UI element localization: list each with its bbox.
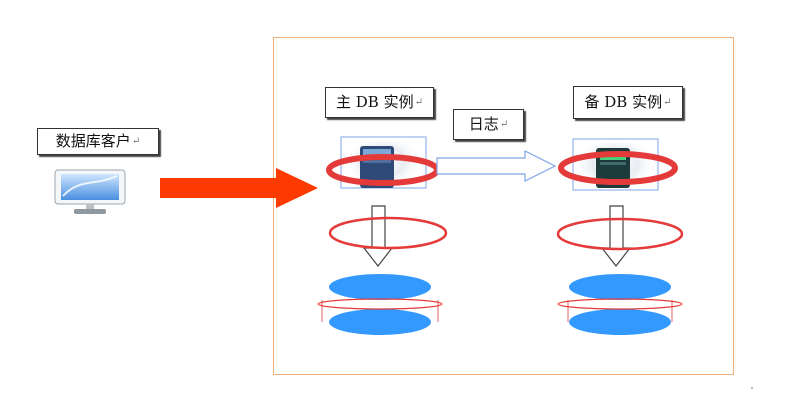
db-cluster-frame — [273, 37, 734, 375]
return-mark: ↵ — [414, 96, 423, 108]
log-label-text: 日志 — [468, 115, 499, 133]
monitor-icon — [54, 169, 126, 214]
standby-instance-label-text: 备 DB 实例 — [584, 93, 663, 111]
client-label-text: 数据库客户 — [55, 132, 131, 150]
return-mark: ↵ — [663, 96, 672, 108]
standby-instance-label: 备 DB 实例↵ — [573, 86, 683, 119]
standby-ring-middle — [556, 217, 684, 251]
primary-ring-middle — [328, 216, 448, 250]
return-mark: ↵ — [131, 135, 141, 147]
standby-down-arrow — [600, 205, 632, 267]
primary-disk-icon — [317, 274, 443, 335]
log-label: 日志↵ — [453, 109, 524, 140]
client-to-primary-arrow — [160, 168, 318, 208]
return-mark: ↵ — [499, 118, 509, 130]
standby-disk-icon — [557, 274, 683, 335]
corner-dot — [751, 387, 753, 389]
log-arrow — [436, 150, 557, 182]
primary-down-arrow — [362, 205, 394, 267]
client-label: 数据库客户↵ — [37, 128, 159, 155]
primary-instance-label: 主 DB 实例↵ — [325, 87, 434, 118]
primary-instance-label-text: 主 DB 实例 — [336, 93, 414, 111]
standby-ring-top — [558, 151, 678, 185]
